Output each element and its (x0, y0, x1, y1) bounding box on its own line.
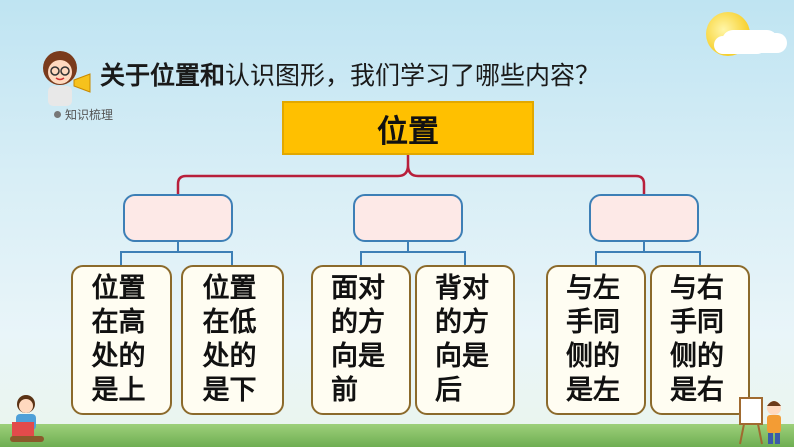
branch-right (596, 242, 700, 265)
leaf-text-1: 位置在高处的是上 (92, 272, 152, 408)
leaf-text-4: 背对的方向是后 (435, 272, 495, 408)
leaf-node-5: 与左手同侧的是左 (546, 265, 646, 415)
leaf-node-3: 面对的方向是前 (311, 265, 411, 415)
mid-node-1[interactable] (123, 194, 233, 242)
reading-child-icon (6, 392, 50, 444)
leaf-text-2: 位置在低处的是下 (203, 272, 263, 408)
grass-ground (0, 424, 794, 447)
leaf-node-6: 与右手同侧的是右 (650, 265, 750, 415)
top-bracket (178, 155, 644, 194)
leaf-node-1: 位置在高处的是上 (71, 265, 172, 415)
mid-node-3[interactable] (589, 194, 699, 242)
painting-child-icon (736, 392, 788, 446)
leaf-node-4: 背对的方向是后 (415, 265, 515, 415)
leaf-text-6: 与右手同侧的是右 (670, 272, 730, 408)
leaf-node-2: 位置在低处的是下 (181, 265, 284, 415)
branch-center (361, 242, 465, 265)
leaf-text-3: 面对的方向是前 (331, 272, 391, 408)
root-node: 位置 (282, 101, 534, 155)
leaf-text-5: 与左手同侧的是左 (566, 272, 626, 408)
mid-node-2[interactable] (353, 194, 463, 242)
branch-left (121, 242, 232, 265)
